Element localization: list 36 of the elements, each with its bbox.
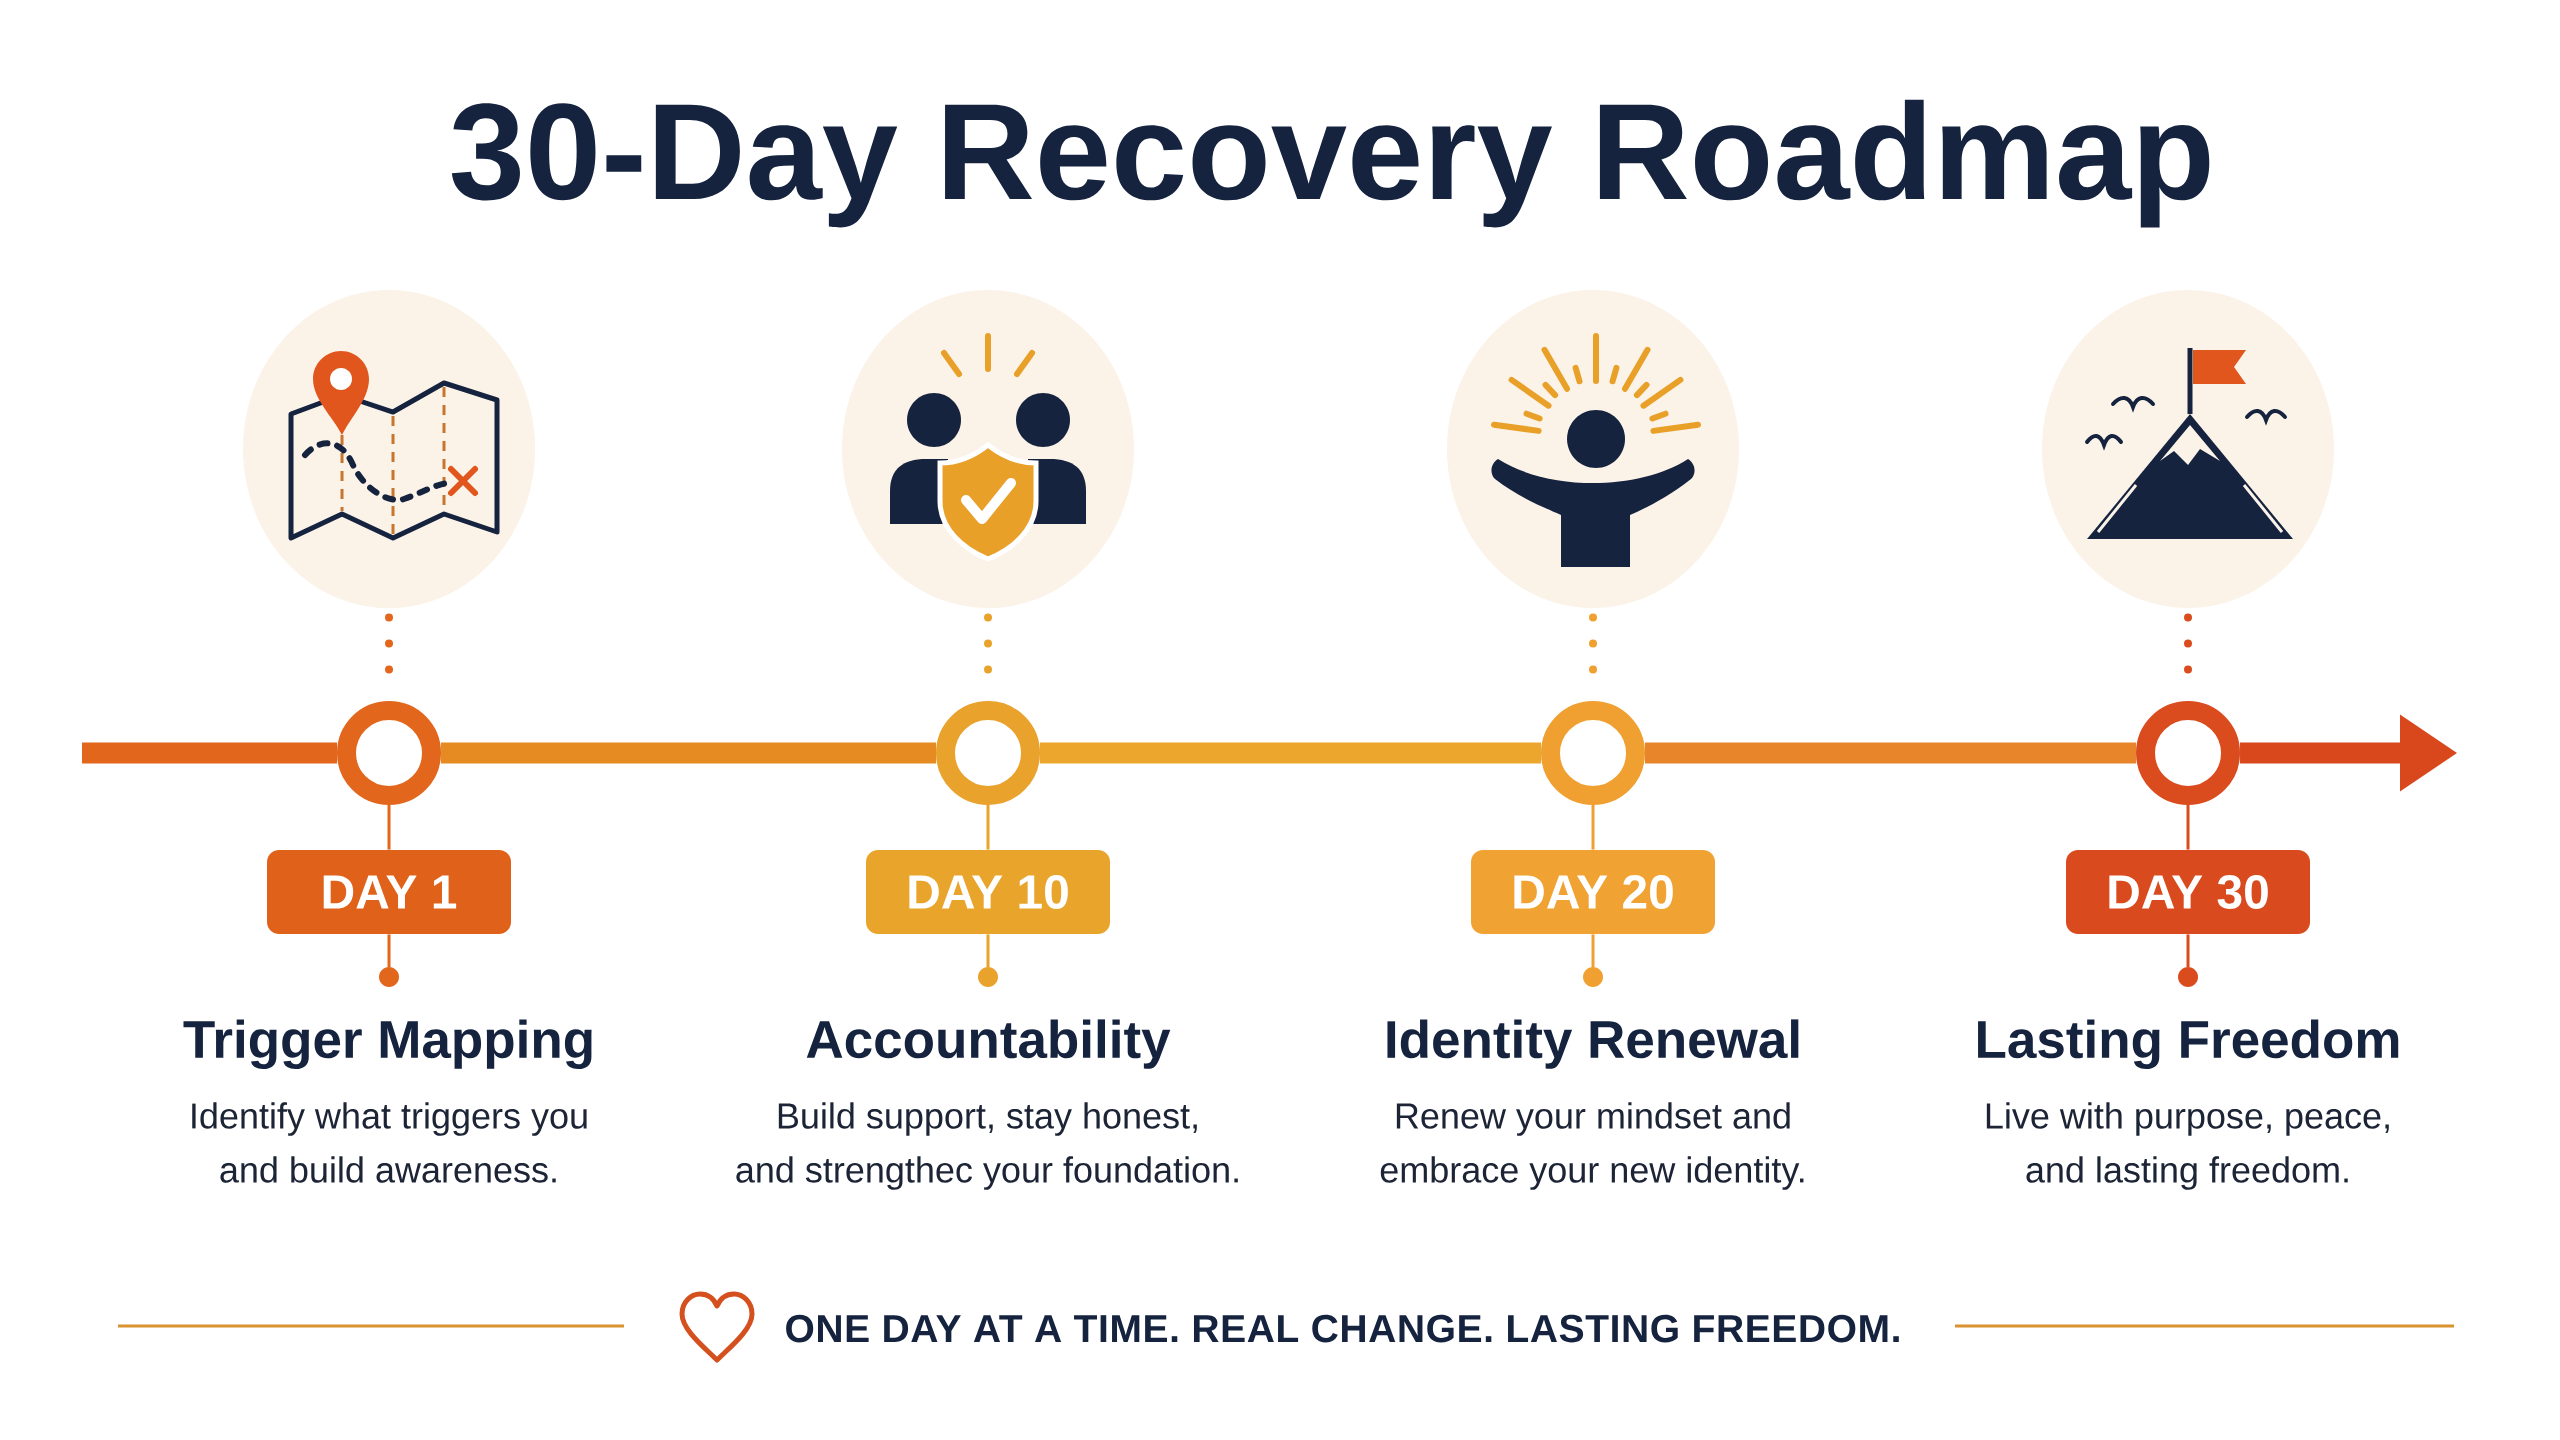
- connector-line: [1583, 934, 1603, 987]
- connector-line: [978, 934, 998, 987]
- day-badge: DAY 20: [1471, 850, 1715, 934]
- milestone-title: Identity Renewal: [1387, 1019, 1799, 1069]
- icon-circle: [243, 290, 535, 608]
- milestone-description: Build support, stay honest, and strengthec your foundation.: [736, 1102, 1238, 1190]
- title: 30-Day Recovery Roadmap: [451, 99, 2210, 228]
- milestone-description: Identify what triggers you and build awareness.: [192, 1102, 587, 1183]
- timeline-line: [1040, 742, 1541, 764]
- dotted-line: [385, 613, 393, 674]
- dotted-line: [2184, 613, 2192, 674]
- dotted-line: [1589, 613, 1597, 674]
- day-badge: DAY 1: [267, 850, 511, 934]
- connector-line: [2186, 805, 2190, 850]
- milestone-description: Renew your mindset and embrace your new identity.: [1380, 1102, 1804, 1190]
- milestone-title: Accountability: [806, 1019, 1171, 1069]
- tagline: ONE DAY AT A TIME. REAL CHANGE. LASTING FREEDOM.: [786, 1314, 1899, 1343]
- day-badge: DAY 30: [2066, 850, 2310, 934]
- connector-line: [379, 934, 399, 987]
- timeline-line: [1645, 742, 2136, 764]
- connector-line: [2178, 934, 2198, 987]
- milestone-title: Lasting Freedom: [1978, 1019, 2399, 1070]
- timeline-marker: [1541, 701, 1645, 805]
- timeline-marker: [2136, 701, 2240, 805]
- milestone-title: Trigger Mapping: [183, 1019, 592, 1070]
- dotted-line: [984, 613, 992, 674]
- connector-line: [387, 805, 391, 850]
- day-badge: DAY 10: [866, 850, 1110, 934]
- timeline-marker: [337, 701, 441, 805]
- connector-line: [986, 805, 990, 850]
- timeline-line: [82, 742, 337, 764]
- timeline-marker: [936, 701, 1040, 805]
- milestone-description: Live with purpose, peace, and lasting freedom.: [1986, 1102, 2389, 1190]
- timeline-arrow: [2240, 714, 2457, 792]
- connector-line: [1591, 805, 1595, 850]
- timeline-line: [441, 742, 936, 764]
